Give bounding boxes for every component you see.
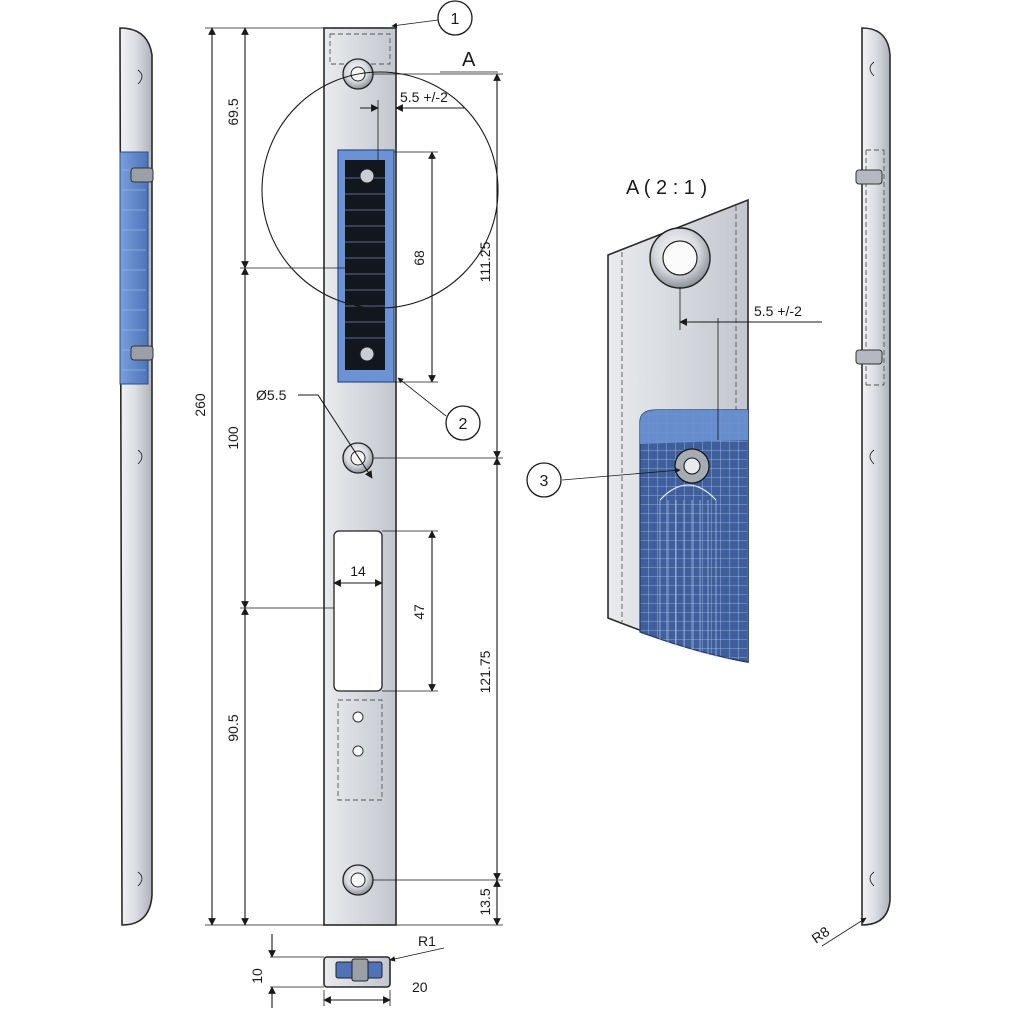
dim-90-5: 90.5 <box>225 714 241 741</box>
dim-111-25: 111.25 <box>477 241 493 282</box>
dim-100: 100 <box>225 426 241 450</box>
detail-view-title: A ( 2 : 1 ) <box>626 177 707 199</box>
callout-3: 3 <box>526 462 562 498</box>
dim-68: 68 <box>411 250 427 266</box>
dim-hole-diameter: Ø5.5 <box>256 387 287 403</box>
callout-1-label: 1 <box>451 11 460 28</box>
dimension-lines <box>205 19 503 926</box>
dim-tolerance-main: 5.5 +/-2 <box>400 89 448 105</box>
bottom-section-view <box>268 934 445 1008</box>
detail-view-a <box>561 198 822 663</box>
r8-leader <box>821 917 867 947</box>
left-side-view <box>119 27 154 926</box>
dim-13-5: 13.5 <box>477 888 493 915</box>
dim-r1: R1 <box>418 933 436 949</box>
dimension-labels: A 5.5 +/-2 69.5 260 100 90.5 68 111.25 1… <box>192 49 833 995</box>
callout-3-label: 3 <box>540 473 549 490</box>
right-side-view <box>855 27 891 926</box>
callout-2: 2 <box>445 405 481 441</box>
dim-69-5: 69.5 <box>225 98 241 125</box>
dim-121-75: 121.75 <box>477 650 493 693</box>
dim-47: 47 <box>411 604 427 620</box>
dim-260: 260 <box>192 393 208 417</box>
dim-height-10: 10 <box>249 968 265 984</box>
detail-circle-label: A <box>462 49 476 71</box>
dim-14: 14 <box>350 563 366 579</box>
dim-r8: R8 <box>809 923 833 946</box>
detail-tolerance: 5.5 +/-2 <box>754 303 802 319</box>
callout-2-label: 2 <box>459 416 468 433</box>
callout-1: 1 <box>437 0 473 36</box>
front-view <box>323 27 397 926</box>
dim-width-20: 20 <box>412 979 428 995</box>
